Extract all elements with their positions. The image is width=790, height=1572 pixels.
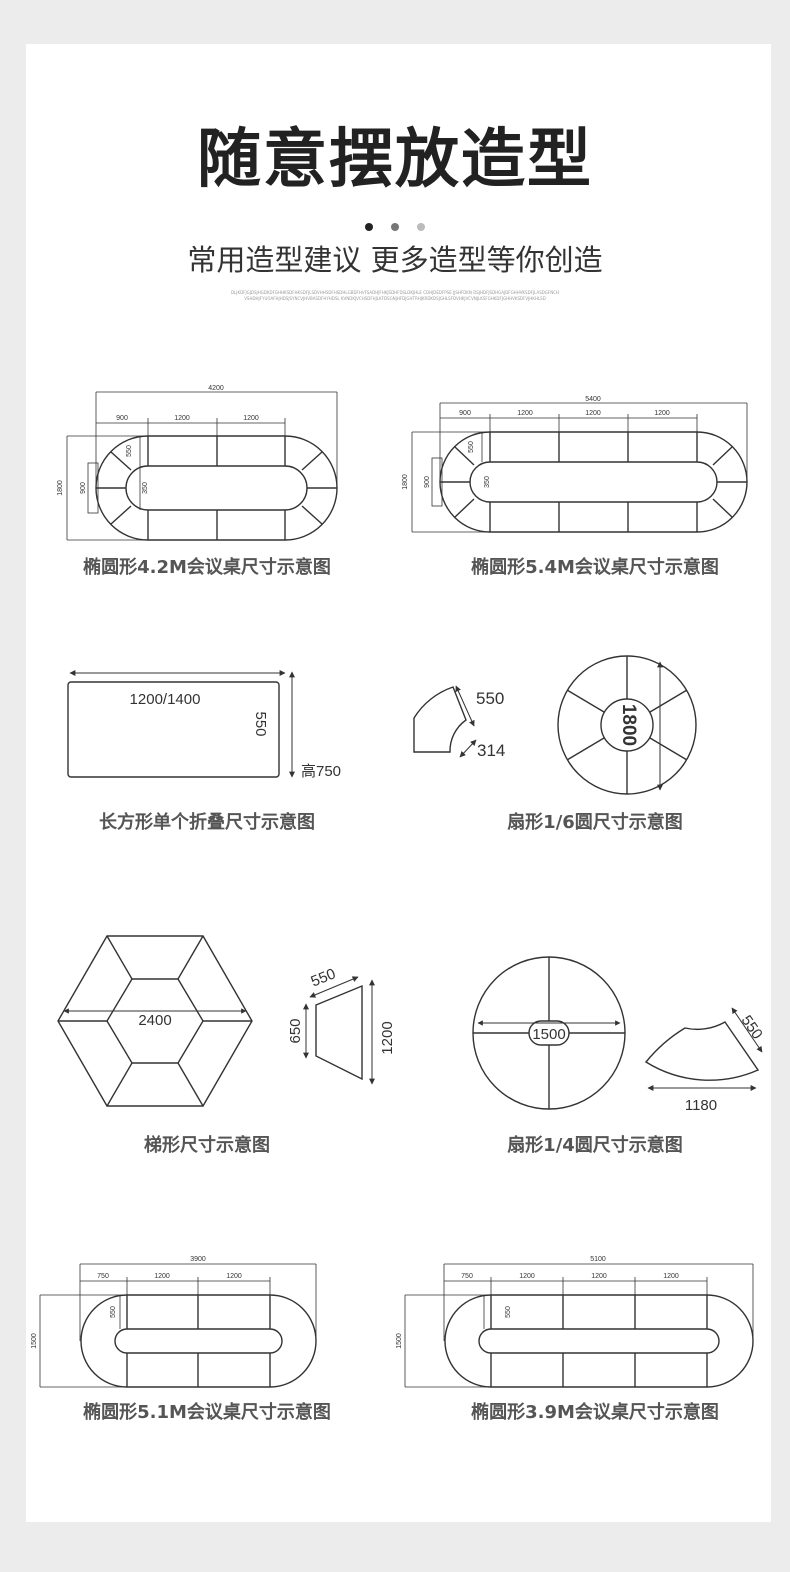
hex-width-label: 2400 [138, 1012, 171, 1029]
caption-oval-51: 椭圆形3.9M会议桌尺寸示意图 [471, 1402, 719, 1423]
caption-oval-39: 椭圆形5.1M会议桌尺寸示意图 [83, 1402, 331, 1423]
oval-51-height-label: 1500 [396, 1333, 403, 1349]
oval-42-depth-label: 550 [126, 445, 133, 457]
oval-42-diagram [66, 391, 338, 541]
oval-39-seg3-label: 1200 [226, 1273, 242, 1280]
caption-oval-54: 椭圆形5.4M会议桌尺寸示意图 [471, 557, 719, 578]
caption-rect-single: 长方形单个折叠尺寸示意图 [99, 812, 315, 833]
dot-2 [391, 223, 399, 231]
oval-54-seg2-label: 1200 [517, 410, 533, 417]
sector-inner-label: 314 [477, 741, 505, 760]
oval-42-seg2-label: 1200 [174, 415, 190, 422]
oval-54-height-label: 1800 [402, 474, 409, 490]
trapezoid-diagram [57, 935, 375, 1107]
oval-54-total-label: 5400 [585, 396, 601, 403]
oval-54-gap-label: 350 [484, 476, 491, 488]
oval-54-seg4-label: 1200 [654, 410, 670, 417]
sector-diameter-label: 1800 [618, 704, 639, 746]
dot-1 [365, 223, 373, 231]
oval-54-seg1-label: 900 [459, 410, 471, 417]
oval-54-depth-label: 550 [468, 441, 475, 453]
sector-outer-label: 550 [476, 689, 504, 708]
oval-39-seg2-label: 1200 [154, 1273, 170, 1280]
page-subtitle: 常用造型建议 更多造型等你创造 [187, 243, 603, 277]
fine-print: DLJKDFJGJDSJHGDKDFGHHKSDFHKSDFJLSDVHHSDF… [230, 290, 560, 301]
oval-39-diagram [39, 1263, 317, 1388]
oval-42-total-label: 4200 [208, 385, 224, 392]
oval-51-total-label: 5100 [590, 1256, 606, 1263]
trap-short-label: 650 [287, 1018, 304, 1043]
quarter-chord-label: 1180 [685, 1097, 717, 1114]
oval-39-total-label: 3900 [190, 1256, 206, 1263]
rect-width-label: 550 [252, 711, 269, 736]
oval-42-inner-label: 900 [80, 482, 87, 494]
oval-42-height-label: 1800 [57, 480, 64, 496]
rect-single-diagram [67, 670, 295, 778]
page-title: 随意摆放造型 [197, 123, 593, 197]
oval-51-seg1-label: 750 [461, 1273, 473, 1280]
oval-42-seg1-label: 900 [116, 415, 128, 422]
oval-51-depth-label: 550 [505, 1306, 512, 1318]
oval-39-height-label: 1500 [31, 1333, 38, 1349]
oval-54-seg3-label: 1200 [585, 410, 601, 417]
caption-oval-42: 椭圆形4.2M会议桌尺寸示意图 [83, 557, 331, 578]
oval-54-diagram [411, 402, 748, 533]
content-card [26, 44, 771, 1522]
oval-42-gap-label: 350 [142, 482, 149, 494]
sector-sixth-diagram [413, 655, 697, 795]
rect-height-label: 高750 [301, 763, 341, 780]
caption-sector-sixth: 扇形1/6圆尺寸示意图 [507, 812, 683, 833]
oval-39-depth-label: 550 [110, 1306, 117, 1318]
rect-length-label: 1200/1400 [130, 691, 201, 708]
oval-51-seg3-label: 1200 [591, 1273, 607, 1280]
oval-54-inner-label: 900 [424, 476, 431, 488]
caption-trapezoid: 梯形尺寸示意图 [144, 1135, 270, 1156]
trap-long-label: 1200 [379, 1021, 396, 1054]
oval-39-seg1-label: 750 [97, 1273, 109, 1280]
sector-quarter-diagram [472, 956, 763, 1110]
caption-sector-quarter: 扇形1/4圆尺寸示意图 [507, 1135, 683, 1156]
oval-51-diagram [404, 1263, 754, 1388]
oval-42-seg3-label: 1200 [243, 415, 259, 422]
dot-3 [417, 223, 425, 231]
pagination-dots [0, 216, 790, 231]
oval-51-seg4-label: 1200 [663, 1273, 679, 1280]
quarter-diameter-label: 1500 [532, 1026, 565, 1043]
oval-51-seg2-label: 1200 [519, 1273, 535, 1280]
quarter-depth-label: 550 [738, 1012, 766, 1042]
